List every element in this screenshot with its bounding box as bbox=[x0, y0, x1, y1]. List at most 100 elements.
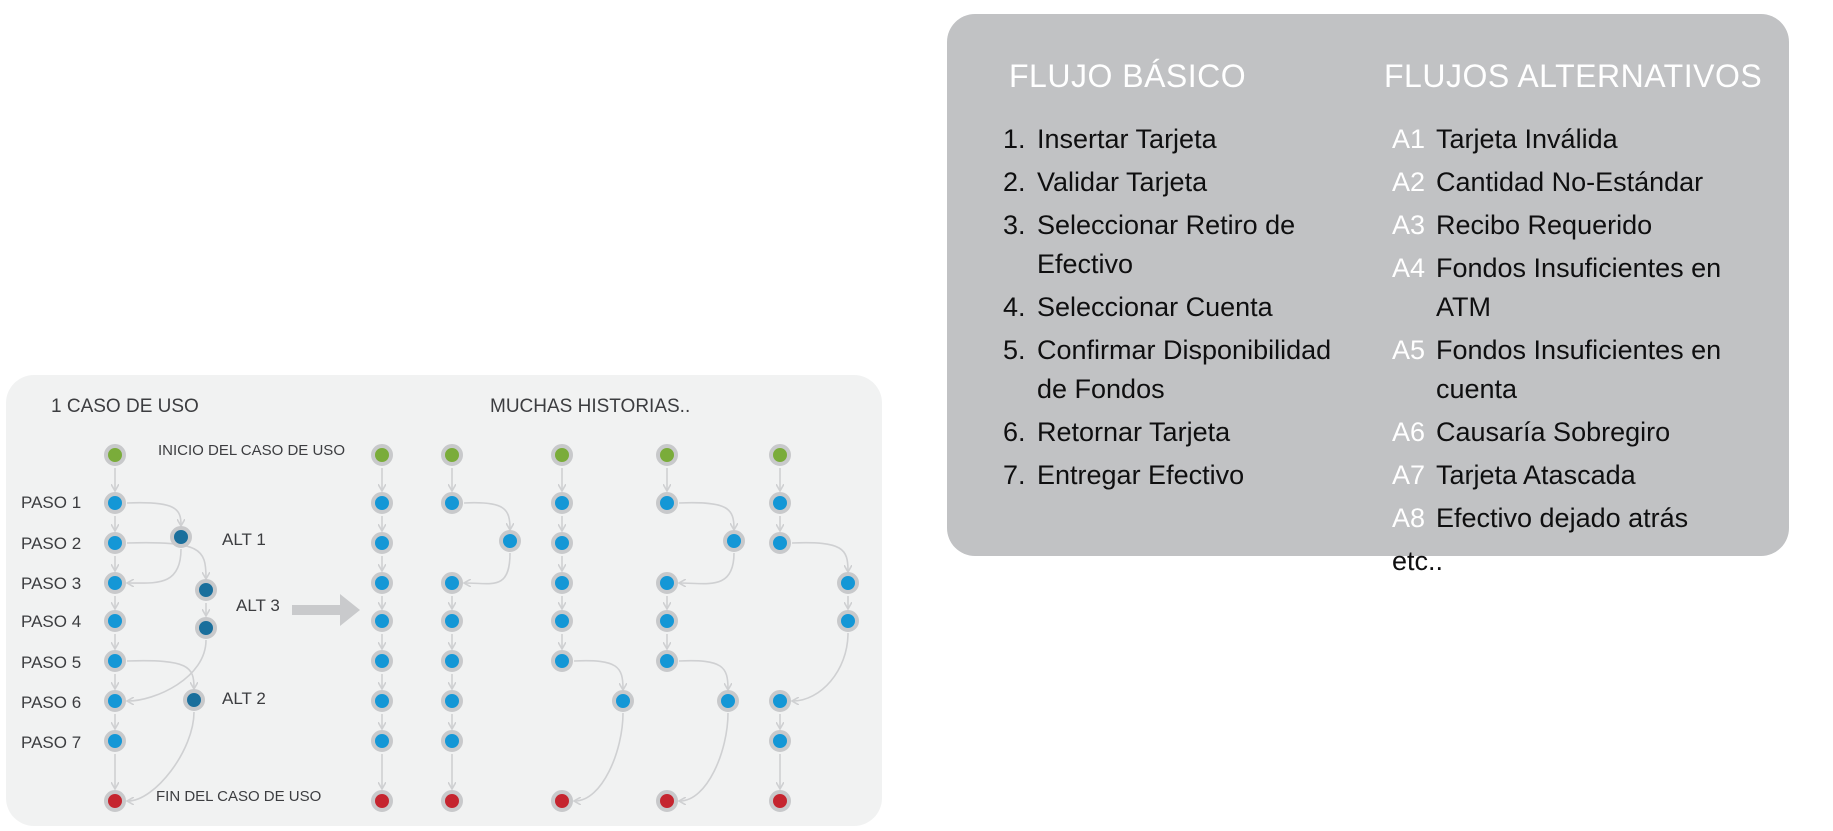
step-node bbox=[104, 532, 126, 554]
step-node bbox=[769, 690, 791, 712]
start-node bbox=[441, 444, 463, 466]
alt-flow-item: A4 Fondos Insuficientes en ATM bbox=[1392, 249, 1782, 327]
flow-arrow bbox=[463, 501, 510, 529]
step-node bbox=[104, 650, 126, 672]
step-node bbox=[441, 650, 463, 672]
step-node bbox=[371, 572, 393, 594]
step-node bbox=[441, 610, 463, 632]
big-arrow-icon bbox=[292, 594, 360, 626]
step-node bbox=[499, 530, 521, 552]
flow-arrow bbox=[128, 548, 182, 583]
step-node bbox=[441, 690, 463, 712]
item-text: Cantidad No-Estándar bbox=[1436, 167, 1704, 197]
item-text: Fondos Insuficientes en ATM bbox=[1436, 253, 1722, 322]
item-text: Insertar Tarjeta bbox=[1037, 124, 1217, 154]
step-node bbox=[551, 572, 573, 594]
flow-arrow bbox=[573, 659, 623, 689]
flow-arrow bbox=[126, 541, 206, 578]
step-node bbox=[656, 572, 678, 594]
left-title: 1 CASO DE USO bbox=[51, 396, 199, 417]
alt-labels: ALT 1 ALT 3 ALT 2 bbox=[222, 530, 280, 708]
flow-arrow bbox=[126, 659, 194, 688]
item-text: Recibo Requerido bbox=[1436, 210, 1653, 240]
alt-flows-title: FLUJOS ALTERNATIVOS bbox=[1384, 58, 1763, 94]
alt-label: ALT 3 bbox=[236, 596, 280, 615]
step-label: PASO 2 bbox=[21, 534, 81, 553]
step-node bbox=[769, 730, 791, 752]
basic-flow-item: 5. Confirmar Disponibilidad de Fondos bbox=[1003, 331, 1353, 409]
step-label: PASO 3 bbox=[21, 574, 81, 593]
alt-node bbox=[183, 689, 205, 711]
step-node bbox=[837, 572, 859, 594]
step-node bbox=[441, 492, 463, 514]
step-label: PASO 7 bbox=[21, 733, 81, 752]
alt-code: A5 bbox=[1392, 335, 1426, 365]
end-node bbox=[441, 790, 463, 812]
item-text: Tarjeta Inválida bbox=[1436, 124, 1618, 154]
flow-arrow bbox=[575, 712, 624, 801]
item-text: Entregar Efectivo bbox=[1037, 460, 1245, 490]
item-number: 3. bbox=[1003, 210, 1026, 240]
start-node bbox=[551, 444, 573, 466]
step-node bbox=[656, 650, 678, 672]
step-label: PASO 4 bbox=[21, 612, 81, 631]
item-text: Validar Tarjeta bbox=[1037, 167, 1208, 197]
flow-arrow bbox=[680, 552, 735, 584]
start-node bbox=[104, 444, 126, 466]
alt-flow-more: etc.. bbox=[1392, 546, 1444, 576]
end-node bbox=[104, 790, 126, 812]
step-node bbox=[551, 532, 573, 554]
step-label: PASO 6 bbox=[21, 693, 81, 712]
start-node bbox=[769, 444, 791, 466]
step-node bbox=[551, 610, 573, 632]
step-node bbox=[441, 572, 463, 594]
step-node bbox=[769, 492, 791, 514]
step-node bbox=[769, 532, 791, 554]
flow-arrow bbox=[791, 541, 848, 571]
step-node bbox=[371, 492, 393, 514]
end-node bbox=[769, 790, 791, 812]
alt-code: A6 bbox=[1392, 417, 1426, 447]
item-number: 6. bbox=[1003, 417, 1026, 447]
alt-code: A4 bbox=[1392, 253, 1426, 283]
step-node bbox=[723, 530, 745, 552]
alt-code: A3 bbox=[1392, 210, 1426, 240]
alt-node bbox=[195, 617, 217, 639]
flows-panel: FLUJO BÁSICO FLUJOS ALTERNATIVOS 1.Inser… bbox=[947, 14, 1789, 576]
start-node bbox=[371, 444, 393, 466]
alt-label: ALT 1 bbox=[222, 530, 266, 549]
alt-code: A2 bbox=[1392, 167, 1426, 197]
step-node bbox=[717, 690, 739, 712]
end-node bbox=[371, 790, 393, 812]
step-node bbox=[371, 690, 393, 712]
end-node bbox=[551, 790, 573, 812]
item-text: Tarjeta Atascada bbox=[1436, 460, 1636, 490]
item-text: Fondos Insuficientes en cuenta bbox=[1436, 335, 1722, 404]
step-node bbox=[441, 730, 463, 752]
flow-arrow bbox=[128, 711, 195, 801]
right-title: MUCHAS HISTORIAS.. bbox=[490, 396, 690, 417]
step-node bbox=[656, 610, 678, 632]
step-node bbox=[371, 650, 393, 672]
item-text: Seleccionar Cuenta bbox=[1037, 292, 1273, 322]
step-node bbox=[551, 492, 573, 514]
step-node bbox=[371, 532, 393, 554]
item-text: Efectivo dejado atrás bbox=[1436, 503, 1689, 533]
item-number: 5. bbox=[1003, 335, 1026, 365]
alt-node bbox=[170, 526, 192, 548]
basic-flow-title: FLUJO BÁSICO bbox=[1009, 58, 1247, 94]
item-text: Confirmar Disponibilidad de Fondos bbox=[1037, 335, 1332, 404]
step-node bbox=[104, 610, 126, 632]
end-label: FIN DEL CASO DE USO bbox=[156, 788, 321, 805]
step-node bbox=[104, 492, 126, 514]
item-number: 7. bbox=[1003, 460, 1026, 490]
alt-flow-item: A3 Recibo Requerido bbox=[1392, 206, 1782, 245]
basic-flow-item: 1.Insertar Tarjeta bbox=[1003, 120, 1353, 159]
step-node bbox=[371, 730, 393, 752]
basic-flow-item: 7. Entregar Efectivo bbox=[1003, 456, 1353, 495]
